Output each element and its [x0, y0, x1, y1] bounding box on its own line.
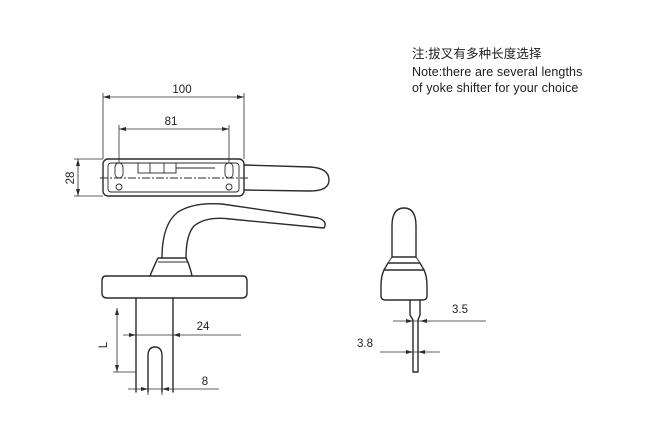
base-plate-inner-outline [107, 162, 240, 193]
handle-top-view [100, 158, 330, 197]
lever-side-outline [161, 202, 326, 259]
base-plate-outline [102, 158, 245, 197]
handle-side-view [101, 202, 326, 393]
center-mechanism [137, 162, 177, 174]
dimension-label-base-width: 28 [65, 172, 77, 185]
lever-arm-top-outline [243, 164, 330, 192]
note-english-line-1: Note:there are several lengths [412, 65, 583, 79]
base-side-outline [101, 275, 248, 299]
dimension-slot-width: 8 [128, 370, 219, 395]
screw-hole-left [115, 183, 123, 191]
dimension-spindle-length: L [98, 308, 136, 373]
note-chinese: 注:拔叉有多种长度选择 [412, 47, 542, 61]
spindle-end-outline [409, 299, 421, 373]
dimension-label-tip-thickness: 3.5 [452, 304, 468, 316]
screw-slot-right [224, 162, 234, 179]
dimension-label-spindle-thickness: 3.8 [357, 338, 373, 350]
dimension-tip-thickness: 3.5 [393, 304, 486, 323]
body-outline [380, 269, 428, 301]
dimension-label-spindle-width: 24 [197, 321, 210, 333]
screw-hole-right [225, 183, 233, 191]
screw-slot-left [114, 162, 124, 179]
note-english-line-2: of yoke shifter for your choice [412, 81, 579, 95]
neck-band-outline [383, 262, 425, 271]
dimension-hole-spacing: 81 [118, 116, 230, 163]
dimension-label-spindle-length: L [98, 341, 110, 348]
cap-outline [391, 207, 417, 258]
dimension-label-slot-width: 8 [202, 376, 208, 388]
dimension-spindle-width: 24 [123, 321, 241, 337]
dimension-base-width: 28 [65, 158, 103, 197]
dimension-spindle-thickness: 3.8 [357, 338, 440, 354]
neck-outline [149, 257, 193, 277]
dimension-overall-length: 100 [102, 84, 245, 159]
spindle-slot [147, 346, 163, 393]
dimension-label-overall-length: 100 [172, 84, 191, 96]
handle-end-view [380, 207, 428, 373]
dimension-label-hole-spacing: 81 [165, 116, 178, 128]
